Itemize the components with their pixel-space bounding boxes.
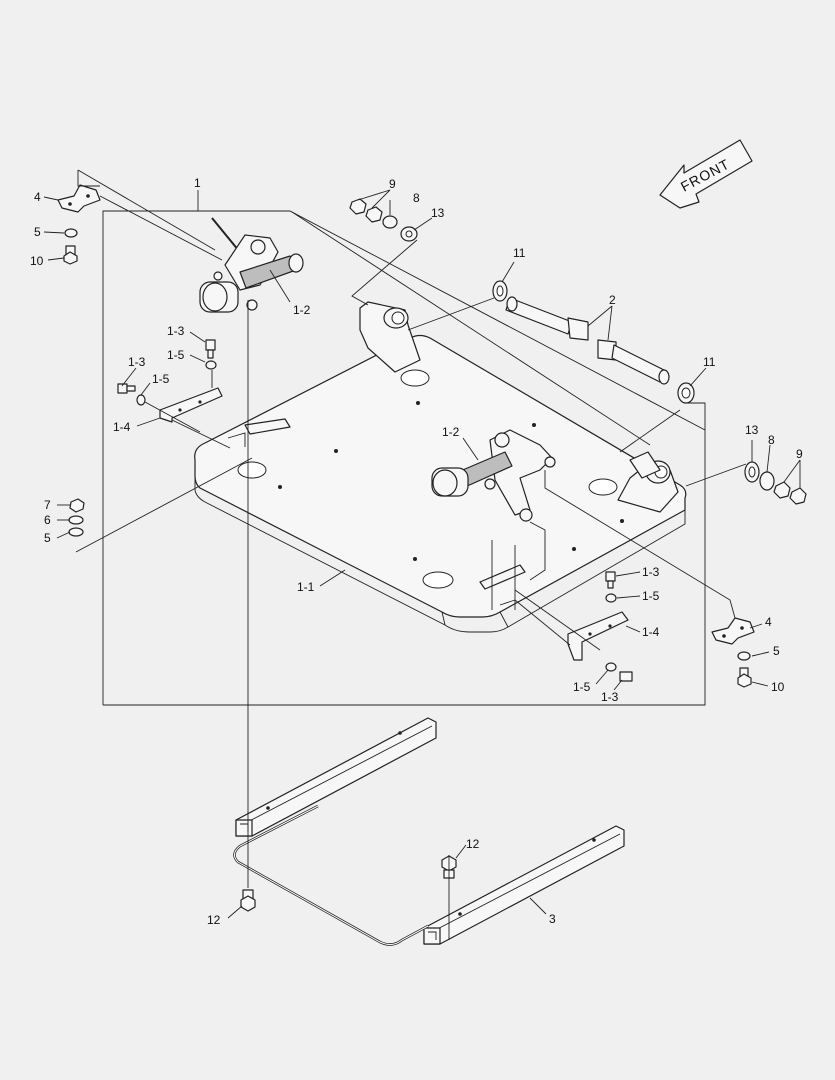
- bracket-1-4-right: [567, 611, 629, 661]
- callout-labels: 1 4 5 10 9 8 13 1-2 1-3 1-5 1-3 1-5 1-4 …: [30, 176, 803, 927]
- bracket-1-4-left: [159, 387, 223, 423]
- callout-2: 2: [609, 293, 616, 307]
- hinge-bracket-right: [617, 451, 679, 513]
- tension-adjuster-1-2-top: [199, 217, 304, 313]
- washer-6: [68, 515, 84, 525]
- callout-8-right: 8: [768, 433, 775, 447]
- washer-1-5-upper-right: [605, 593, 617, 603]
- washer-1-5-upper-left: [205, 360, 217, 370]
- callout-1-1: 1-1: [297, 580, 315, 594]
- tension-adjuster-1-2-middle: [431, 429, 556, 522]
- callout-8-top: 8: [413, 191, 420, 205]
- pivot-pin-2-right: [597, 339, 670, 385]
- callout-1-5-lower-right: 1-5: [573, 680, 591, 694]
- callout-1-3-lower-left: 1-3: [128, 355, 146, 369]
- callout-1-3-upper-left: 1-3: [167, 324, 185, 338]
- bracket-4-right: [711, 617, 755, 645]
- bolt-12-left: [240, 889, 256, 912]
- washer-5-left: [68, 527, 84, 537]
- slide-rail-left: [235, 717, 437, 837]
- callout-13-right: 13: [745, 423, 759, 437]
- washer-1-5-lower-left: [136, 394, 146, 406]
- hardware-nuts-9-right: [773, 481, 807, 505]
- bracket-4-top-left: [57, 184, 101, 213]
- callout-1-5-upper-right: 1-5: [642, 589, 660, 603]
- callout-11-top: 11: [513, 246, 526, 260]
- nut-7: [69, 498, 85, 513]
- callout-5-left: 5: [44, 531, 51, 545]
- callout-4-right: 4: [765, 615, 772, 629]
- callout-9-right: 9: [796, 447, 803, 461]
- bolt-1-3-lower-left: [117, 383, 136, 394]
- hinge-bracket-rear: [359, 301, 421, 373]
- pivot-pin-2-left: [505, 296, 589, 341]
- callout-1-3-lower-right: 1-3: [601, 690, 619, 704]
- callout-10-right: 10: [771, 680, 785, 694]
- callout-1-3-upper-right: 1-3: [642, 565, 660, 579]
- callout-1-5-lower-left: 1-5: [152, 372, 170, 386]
- callout-1-2-middle: 1-2: [442, 425, 460, 439]
- callout-6: 6: [44, 513, 51, 527]
- washer-8-right: [759, 471, 775, 491]
- bolt-10-top-left: [63, 245, 78, 265]
- bolt-10-right: [737, 667, 752, 688]
- callout-1-4-right: 1-4: [642, 625, 660, 639]
- bolt-1-3-upper-right: [605, 571, 616, 589]
- callout-11-right: 11: [703, 355, 716, 369]
- callout-1-4-left: 1-4: [113, 420, 131, 434]
- callout-3: 3: [549, 912, 556, 926]
- washer-5-top-left: [64, 228, 78, 238]
- bolt-1-3-lower-right: [619, 671, 633, 682]
- callout-7: 7: [44, 498, 51, 512]
- callout-1-5-upper-left: 1-5: [167, 348, 185, 362]
- slide-rail-right: [423, 825, 625, 945]
- callout-1-2-top: 1-2: [293, 303, 311, 317]
- washer-1-5-lower-right: [605, 662, 617, 672]
- callout-12-right: 12: [466, 837, 480, 851]
- washer-8-top: [382, 215, 398, 229]
- leader-lines: [43, 169, 801, 940]
- assembly-1-boundary: [102, 210, 706, 706]
- washer-5-right: [737, 651, 751, 661]
- callout-10-top-left: 10: [30, 254, 44, 268]
- callout-12-left: 12: [207, 913, 221, 927]
- bolt-1-3-upper-left: [205, 339, 216, 359]
- callout-5-right: 5: [773, 644, 780, 658]
- callout-9-top: 9: [389, 177, 396, 191]
- callout-5-top-left: 5: [34, 225, 41, 239]
- callout-1: 1: [194, 176, 201, 190]
- front-direction-arrow: FRONT: [659, 139, 753, 209]
- callout-13-top: 13: [431, 206, 445, 220]
- callout-4-top-left: 4: [34, 190, 41, 204]
